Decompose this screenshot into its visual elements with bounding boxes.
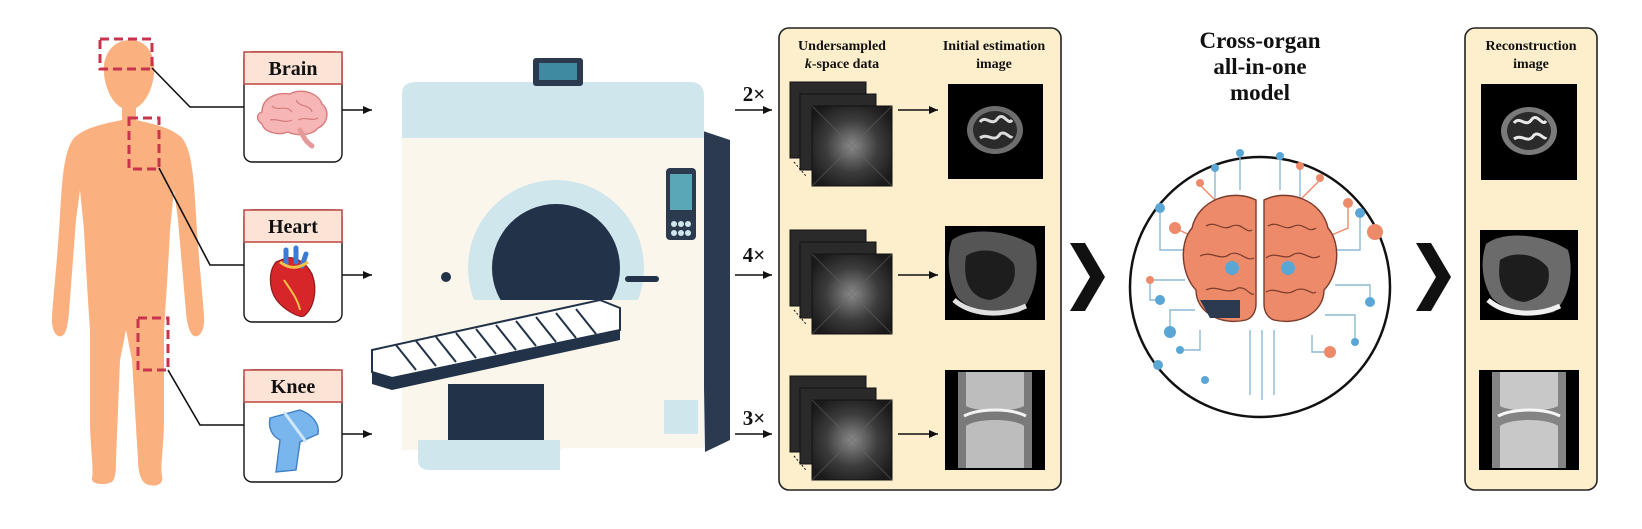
model-title-line2: all-in-one — [1213, 54, 1306, 79]
heart-roi-box — [127, 116, 161, 171]
model-title-line1: Cross-organ — [1200, 28, 1321, 53]
organ-card-knee: Knee — [243, 369, 343, 483]
kspace-to-estimation-arrows — [898, 106, 938, 438]
factor-label-4x: 4× — [743, 243, 765, 267]
organ-label-heart: Heart — [268, 216, 318, 238]
estimation-image-knee — [945, 370, 1045, 470]
reconstruction-header-line2: image — [1513, 57, 1549, 72]
kspace-stack-brain — [789, 81, 893, 187]
factor-label-2x: 2× — [743, 82, 765, 106]
knee-roi-box — [136, 316, 170, 372]
mri-scanner-illustration — [371, 58, 730, 470]
neural-network-brain-icon — [1128, 149, 1392, 419]
scanner-to-data-arrows — [735, 106, 772, 438]
reconstruction-image-heart — [1480, 230, 1578, 320]
reconstruction-image-knee — [1479, 370, 1579, 470]
reconstruction-header-line1: Reconstruction — [1486, 39, 1577, 54]
estimation-header-line2: image — [976, 57, 1012, 72]
kspace-header-line1: Undersampled — [798, 39, 886, 54]
reconstruction-image-brain — [1481, 84, 1577, 180]
factor-label-3x: 3× — [743, 406, 765, 430]
acceleration-factor-labels: 2× 4× 3× — [743, 82, 765, 430]
organ-card-heart: Heart — [243, 209, 343, 323]
kspace-stack-knee — [789, 375, 893, 481]
estimation-image-brain — [948, 84, 1043, 179]
chevron-right-icon-2 — [1416, 243, 1451, 311]
estimation-image-heart — [945, 226, 1045, 320]
organ-label-brain: Brain — [269, 58, 318, 80]
model-title: Cross-organ all-in-one model — [1200, 28, 1321, 105]
body-connectors — [151, 67, 244, 426]
brain-icon — [256, 90, 328, 149]
estimation-header-line1: Initial estimation — [943, 39, 1045, 54]
kspace-header-line2: k-space data — [805, 57, 879, 72]
organ-label-knee: Knee — [271, 376, 316, 398]
organ-card-brain: Brain — [243, 51, 343, 163]
model-title-line3: model — [1230, 80, 1290, 105]
card-to-scanner-arrows — [342, 106, 372, 438]
chevron-right-icon — [1070, 243, 1105, 311]
knee-icon — [268, 409, 319, 473]
brain-roi-box — [98, 37, 154, 71]
human-body-figure — [51, 40, 205, 486]
kspace-stack-heart — [789, 229, 893, 335]
heart-icon — [269, 245, 316, 317]
